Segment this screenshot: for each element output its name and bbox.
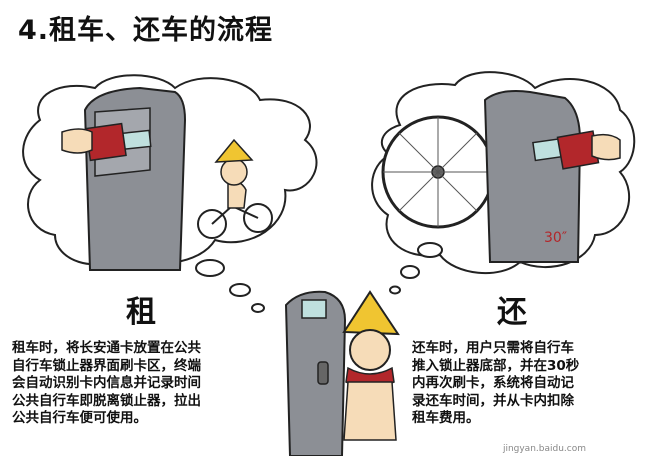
- watermark: jingyan.baidu.com: [502, 444, 586, 454]
- rent-cloud-bubble-2: [229, 283, 251, 297]
- rent-description: 租车时，将长安通卡放置在公共 自行车锁止器界面刷卡区，终端 会自动识别卡内信息并…: [12, 340, 201, 428]
- rent-cloud-bubble-1: [195, 259, 225, 277]
- character-body: [343, 381, 397, 441]
- pillar-screen: [301, 299, 327, 319]
- rent-rider-head: [220, 158, 248, 186]
- rent-line: 公共自行车便可使用。: [12, 410, 147, 426]
- rent-line: 公共自行车即脱离锁止器，拉出: [12, 392, 201, 409]
- rent-bike-front-wheel: [243, 203, 273, 233]
- lock-pillar: [284, 290, 347, 456]
- character-head: [349, 329, 391, 371]
- return-cloud-bubble-2: [400, 265, 420, 279]
- return-line: 内再次刷卡，系统将自动记: [412, 375, 574, 391]
- rent-line: 会自动识别卡内信息并记录时间: [12, 375, 201, 391]
- page-title: 4.租车、还车的流程: [18, 15, 274, 46]
- pillar-slot: [317, 361, 329, 385]
- rent-rider-body: [227, 181, 247, 209]
- return-description: 还车时，用户只需将自行车 推入锁止器底部，并在30秒 内再次刷卡，系统将自动记 …: [412, 340, 579, 428]
- return-line: 推入锁止器底部，并在30秒: [412, 357, 580, 374]
- character-hat: [342, 290, 400, 336]
- rent-hand: [61, 128, 93, 154]
- return-bike-spokes: [383, 117, 493, 227]
- rent-rider-hat: [214, 138, 254, 163]
- return-cloud-bubble-1: [417, 242, 443, 258]
- rent-line: 自行车锁止器界面刷卡区，终端: [12, 357, 201, 374]
- return-heading: 还: [497, 295, 527, 330]
- return-line: 还车时，用户只需将自行车: [412, 340, 574, 356]
- return-timer-label: 30″: [544, 230, 568, 246]
- rent-heading: 租: [126, 295, 156, 330]
- return-cloud-bubble-3: [389, 285, 401, 295]
- rent-bike-rear-wheel: [197, 209, 227, 239]
- return-line: 租车费用。: [412, 410, 480, 426]
- return-hand: [591, 133, 621, 161]
- rent-cloud-bubble-3: [251, 303, 265, 313]
- rent-line: 租车时，将长安通卡放置在公共: [12, 340, 201, 356]
- return-line: 录还车时间，并从卡内扣除: [412, 392, 574, 409]
